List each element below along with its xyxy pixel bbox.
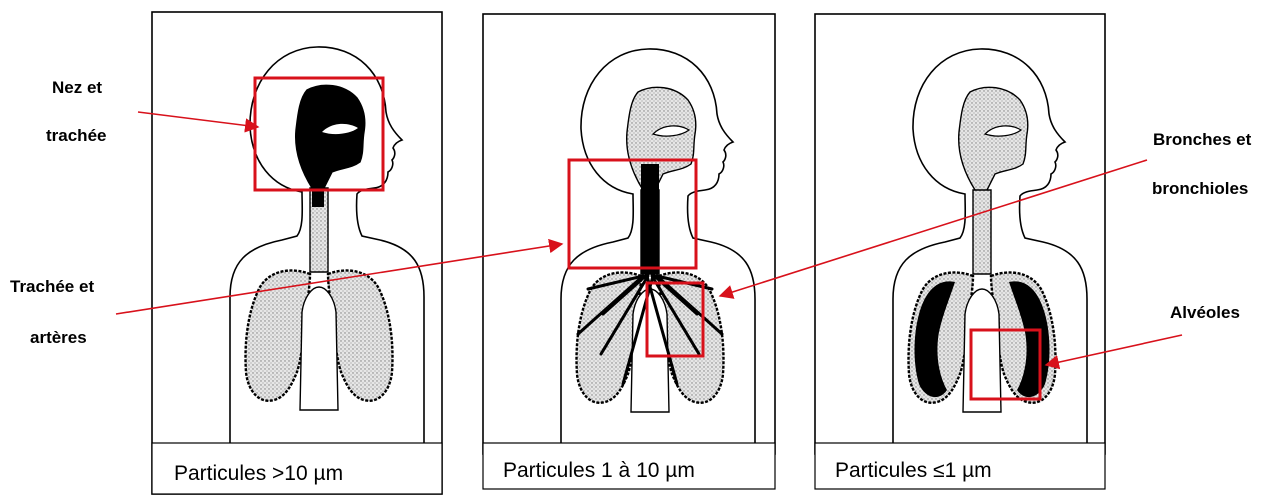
label-bronches-line2: bronchioles (1152, 179, 1248, 198)
label-nez-line2: trachée (46, 126, 106, 145)
caption-panel-1: Particules >10 µm (174, 462, 343, 485)
label-alveoles: Alvéoles (1170, 303, 1240, 322)
label-trachee-line2: artères (30, 328, 87, 347)
panel-2: Particules 1 à 10 µm (483, 14, 775, 489)
label-nez-line1: Nez et (52, 78, 102, 97)
caption-panel-2: Particules 1 à 10 µm (503, 459, 695, 482)
label-trachee-line1: Trachée et (10, 277, 94, 296)
panel-1: Particules >10 µm (152, 12, 442, 494)
caption-panel-3: Particules ≤1 µm (835, 459, 992, 482)
label-bronches-line1: Bronches et (1153, 130, 1252, 149)
